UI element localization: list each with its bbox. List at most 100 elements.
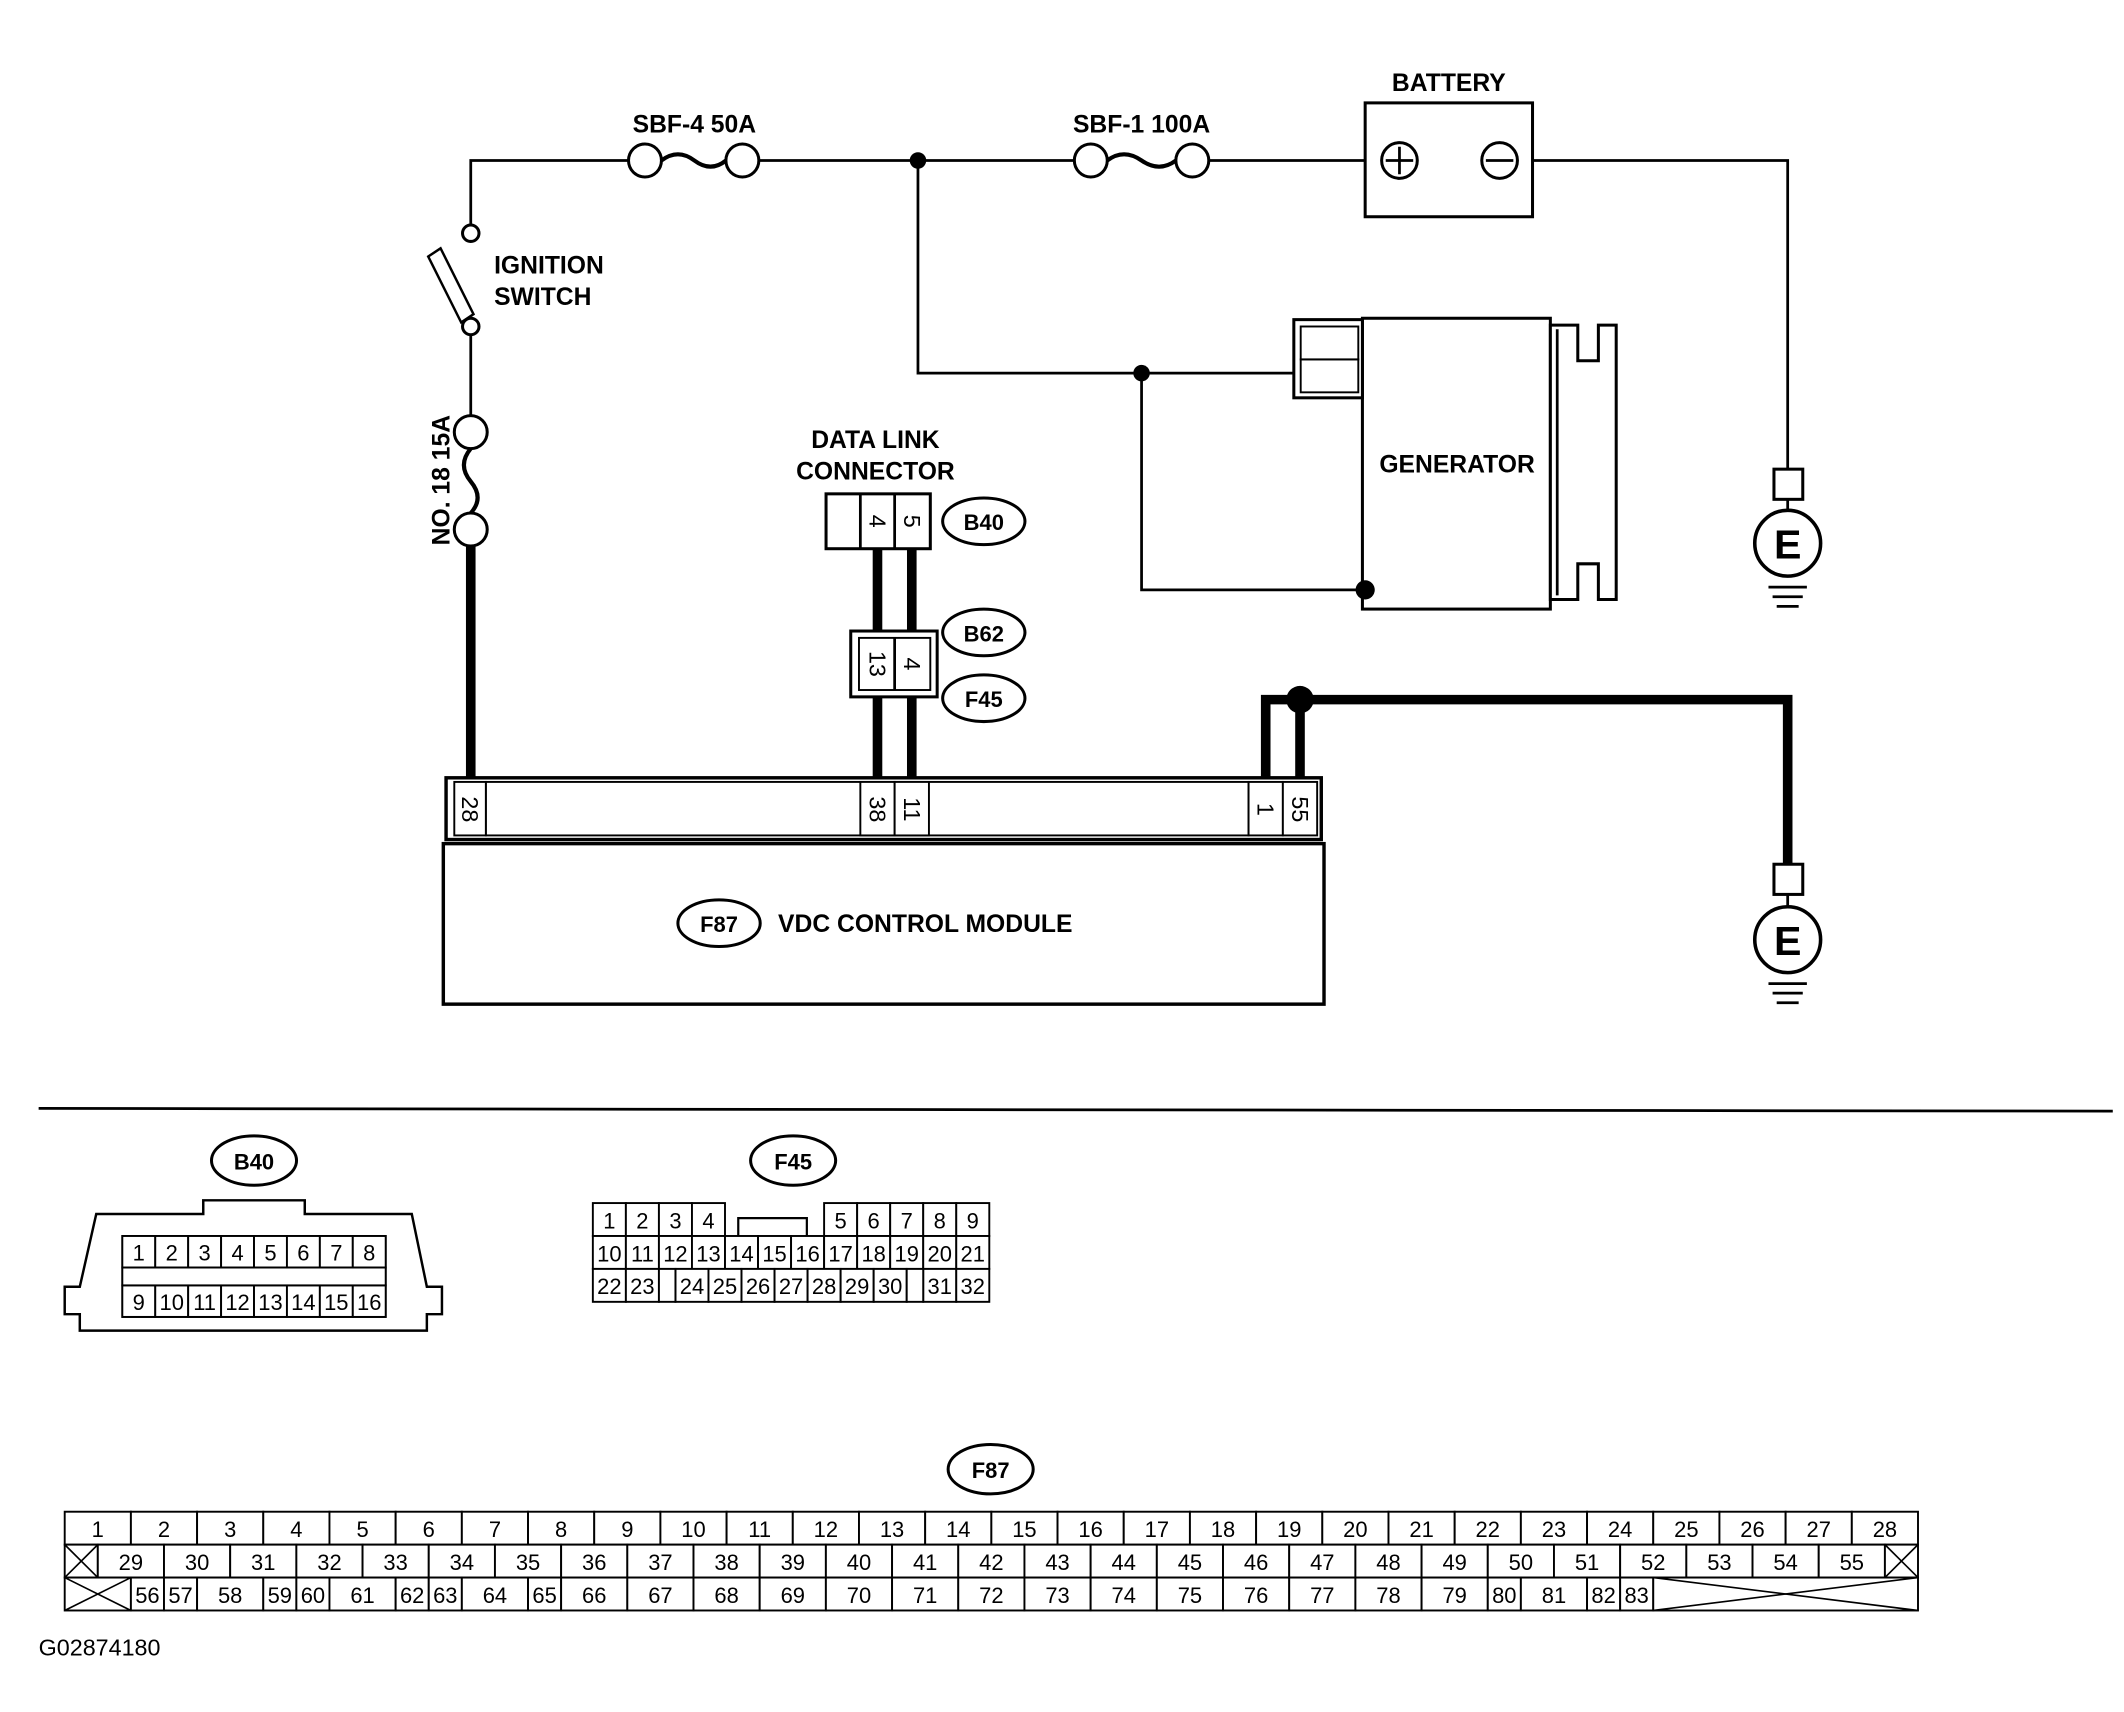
f87-pin-58-label: 58 <box>218 1583 242 1608</box>
f87-pin-54-cell <box>1751 1543 1820 1579</box>
module-pin-55-label: 55 <box>1287 796 1313 822</box>
f87-pin-24-label: 24 <box>1608 1517 1632 1542</box>
f45-pin-22-cell <box>591 1267 627 1303</box>
generator: GENERATOR <box>916 160 1618 611</box>
b40-pin-1-label: 1 <box>133 1241 145 1266</box>
b40-pin-13-label: 13 <box>258 1290 282 1315</box>
f87-pin-16-label: 16 <box>1078 1517 1102 1542</box>
module-label: VDC CONTROL MODULE <box>778 911 1072 938</box>
figure-id: G02874180 <box>39 1635 161 1661</box>
f87-pin-33-label: 33 <box>383 1550 407 1575</box>
f87-pin-51-label: 51 <box>1575 1550 1599 1575</box>
f87-pin-54-label: 54 <box>1773 1550 1797 1575</box>
module-connector-id: F87 <box>700 912 738 937</box>
fuse-sbf4-label: SBF-4 50A <box>633 111 757 138</box>
f87-pin-36-label: 36 <box>582 1550 606 1575</box>
b40-pin-4-cell <box>220 1235 255 1269</box>
f45-pin-4-cell <box>690 1202 726 1237</box>
f87-pin-77-label: 77 <box>1310 1583 1334 1608</box>
connector-id-badge <box>676 898 762 949</box>
module-pin-28-label: 28 <box>457 796 483 822</box>
f45-pin-16-label: 16 <box>795 1241 819 1266</box>
f45-pin-29-label: 29 <box>845 1274 869 1299</box>
b40-pin-16-label: 16 <box>357 1290 381 1315</box>
ground-terminal <box>1772 862 1805 896</box>
connector-id-badge <box>209 1134 299 1187</box>
b40-center-strip <box>121 1266 387 1287</box>
f87-pin-52-label: 52 <box>1641 1550 1665 1575</box>
generator-label: GENERATOR <box>1379 452 1535 479</box>
f45-pin-3-label: 3 <box>669 1208 681 1233</box>
junction-upper-id: B62 <box>964 621 1004 646</box>
wires-data-link-to-junction <box>872 548 917 632</box>
f87-pin-15-label: 15 <box>1012 1517 1036 1542</box>
f87-pin-73-label: 73 <box>1045 1583 1069 1608</box>
module-pin-28-cell <box>453 780 487 837</box>
f87-pin-37-cell <box>626 1543 695 1579</box>
f45-pin-17-cell <box>823 1235 859 1270</box>
f87-pin-46-cell <box>1222 1543 1291 1579</box>
fuse-sbf4-link <box>660 152 728 169</box>
fuse-no18-terminal-top <box>452 414 489 451</box>
f87-pin-9-label: 9 <box>621 1517 633 1542</box>
f87-pin-49-label: 49 <box>1442 1550 1466 1575</box>
f45-pin-17-label: 17 <box>828 1241 852 1266</box>
fuse-sbf4-terminal-right <box>724 142 761 179</box>
b40-pin-12-label: 12 <box>225 1290 249 1315</box>
wire-supply-to-generator <box>916 160 1294 375</box>
module-pin-11-cell <box>893 780 930 837</box>
f45-pin-32-label: 32 <box>961 1274 985 1299</box>
generator-body <box>1360 316 1552 611</box>
battery-label: BATTERY <box>1392 70 1506 97</box>
f87-pin-27-label: 27 <box>1807 1517 1831 1542</box>
f87-pin-75-cell <box>1155 1576 1224 1612</box>
f87-pin-69-cell <box>758 1576 827 1612</box>
f87-pin-11-label: 11 <box>748 1517 771 1542</box>
ground-icon <box>1752 508 1823 578</box>
b40-pin-5-cell <box>253 1235 288 1269</box>
b40-pin-3-label: 3 <box>199 1241 211 1266</box>
f87-pin-21-label: 21 <box>1409 1517 1433 1542</box>
f45-pin-25-label: 25 <box>713 1274 737 1299</box>
f87-pin-2-label: 2 <box>158 1517 170 1542</box>
b40-pin-14-label: 14 <box>291 1290 315 1315</box>
f87-pin-18-label: 18 <box>1211 1517 1235 1542</box>
f87-pin-61-cell <box>328 1576 397 1612</box>
f87-pin-60-label: 60 <box>301 1583 325 1608</box>
fuse-sbf1-label: SBF-1 100A <box>1073 111 1210 138</box>
b40-pin-8-label: 8 <box>363 1241 375 1266</box>
f87-pin-53-label: 53 <box>1707 1550 1731 1575</box>
module-pin-11-label: 11 <box>899 797 925 821</box>
f87-pin-48-label: 48 <box>1376 1550 1400 1575</box>
fuse-no18-link <box>461 447 480 515</box>
f87-pin-18-cell <box>1188 1510 1258 1546</box>
f87-pin-50-cell <box>1486 1543 1555 1579</box>
f87-pin-31-cell <box>229 1543 298 1579</box>
f45-pin-20-label: 20 <box>928 1241 952 1266</box>
ground-symbol: E <box>1774 522 1801 568</box>
data-link-connector-id: B40 <box>964 510 1004 535</box>
vdc-control-module: 28 38 11 1 55 F87 VDC CONTROL MODULE <box>441 776 1326 1006</box>
ground-battery: E <box>1752 467 1823 608</box>
f45-pin-9-label: 9 <box>967 1208 979 1233</box>
f45-pin-14-label: 14 <box>729 1241 753 1266</box>
f45-pin-5-label: 5 <box>835 1208 847 1233</box>
f45-pin-32-cell <box>955 1267 991 1303</box>
b40-pin-7-label: 7 <box>330 1241 342 1266</box>
data-link-pin-5-label: 5 <box>899 515 925 528</box>
connector-id-badge <box>749 1134 838 1187</box>
battery: BATTERY <box>1363 70 1790 470</box>
f87-pin-80-label: 80 <box>1492 1583 1516 1608</box>
f45-pin-28-cell <box>806 1267 842 1303</box>
f87-pin-59-cell <box>262 1576 298 1612</box>
ground-icon <box>1752 904 1823 975</box>
b40-pin-5-label: 5 <box>264 1241 276 1266</box>
connector-f45-lock-key <box>737 1217 808 1236</box>
f87-pin-77-cell <box>1288 1576 1357 1612</box>
f87-pin-45-label: 45 <box>1178 1550 1202 1575</box>
f87-unused-cell-right-stroke-b <box>1884 1544 1919 1579</box>
